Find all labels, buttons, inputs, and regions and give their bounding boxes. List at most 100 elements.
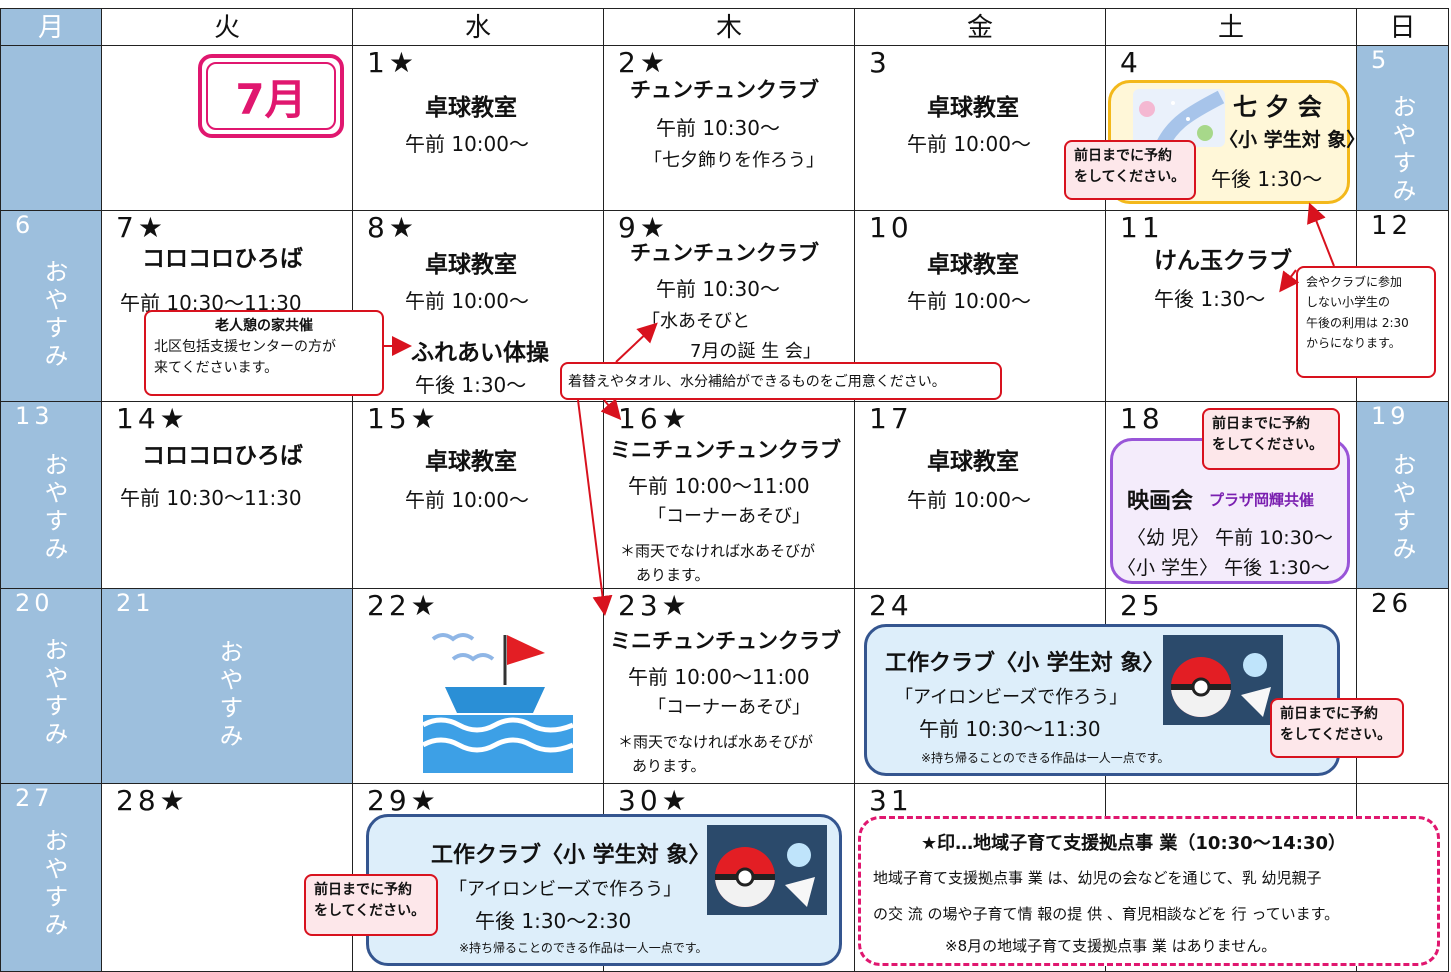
info-line: の交 流 の場や子育て情 報の提 供 、育児相談などを 行 っています。 bbox=[873, 905, 1340, 923]
day-number: 2★ bbox=[618, 46, 669, 79]
month-badge: 7月 bbox=[198, 54, 344, 138]
event-title: ミニチュンチュンクラブ bbox=[610, 629, 841, 653]
note-line: 北区包括支援センターの方が bbox=[154, 339, 336, 355]
day-number: 30★ bbox=[618, 784, 691, 817]
cell-day-22: 22★ bbox=[352, 588, 604, 784]
cell-day-2: 2★ チュンチュンクラブ 午前 10:30～ 「七夕飾りを作ろう」 bbox=[603, 45, 855, 211]
info-line: 地域子育て支援拠点事 業 は、幼児の会などを通じて、乳 幼児親子 bbox=[873, 869, 1322, 887]
day-number: 11 bbox=[1120, 211, 1164, 244]
day-number: 23★ bbox=[618, 589, 691, 622]
event-time: 午前 10:00～ bbox=[907, 488, 1031, 512]
rest-label: おやすみ bbox=[40, 637, 68, 749]
day-number: 16★ bbox=[618, 402, 691, 435]
cell-day-19: 19 おやすみ bbox=[1356, 401, 1449, 589]
bead-art-icon bbox=[707, 825, 827, 915]
weekday-mon: 月 bbox=[0, 8, 102, 46]
event-time-2: 午後 1:30～ bbox=[415, 373, 527, 397]
reservation-note-4: 前日までに予約 をしてください。 bbox=[1064, 140, 1196, 200]
cell-empty-tue: 7月 bbox=[101, 45, 353, 211]
craft-club-box-29: 工作クラブ〈小 学生対 象〉 「アイロンビーズで作ろう」 午後 1:30～2:3… bbox=[366, 814, 842, 966]
day-number: 24 bbox=[869, 589, 913, 622]
cell-empty-mon bbox=[0, 45, 102, 211]
weekday-thu: 木 bbox=[603, 8, 855, 46]
cell-day-10: 10 卓球教室 午前 10:00～ bbox=[854, 210, 1106, 402]
info-line: ※8月の地域子育て支援拠点事 業 はありません。 bbox=[945, 937, 1277, 955]
day-number: 15★ bbox=[367, 402, 440, 435]
weekday-fri: 金 bbox=[854, 8, 1106, 46]
weekday-wed: 水 bbox=[352, 8, 604, 46]
day-number: 28★ bbox=[116, 784, 189, 817]
event-note: 「アイロンビーズで作ろう」 bbox=[895, 687, 1128, 708]
event-title: 卓球教室 bbox=[927, 252, 1019, 278]
note-title: 老人憩の家共催 bbox=[215, 318, 313, 334]
day-number: 29★ bbox=[367, 784, 440, 817]
cell-day-15: 15★ 卓球教室 午前 10:00～ bbox=[352, 401, 604, 589]
event-time: 午前 10:00～ bbox=[907, 132, 1031, 156]
note-line: 着替えやタオル、水分補給ができるものをご用意ください。 bbox=[568, 374, 946, 390]
rest-label: おやすみ bbox=[40, 452, 68, 564]
day-number: 14★ bbox=[116, 402, 189, 435]
rest-label: おやすみ bbox=[1388, 452, 1416, 564]
arrow-club-11 bbox=[1279, 269, 1300, 293]
month-badge-text: 7月 bbox=[206, 62, 336, 130]
day-number: 8★ bbox=[367, 211, 418, 244]
event-title: ミニチュンチュンクラブ bbox=[610, 438, 841, 462]
event-note: 「アイロンビーズで作ろう」 bbox=[449, 879, 682, 900]
day-number: 1★ bbox=[367, 46, 418, 79]
arrow-towel-23 bbox=[577, 399, 613, 616]
event-footnote: ※持ち帰ることのできる作品は一人一点です。 bbox=[459, 941, 708, 955]
note-line: しない小学生の bbox=[1306, 295, 1391, 310]
cell-day-1: 1★ 卓球教室 午前 10:00～ bbox=[352, 45, 604, 211]
cell-day-17: 17 卓球教室 午前 10:00～ bbox=[854, 401, 1106, 589]
event-title: 卓球教室 bbox=[425, 449, 517, 475]
day-number: 7★ bbox=[116, 211, 167, 244]
event-title: チュンチュンクラブ bbox=[630, 78, 819, 102]
cell-day-14: 14★ コロコロひろば 午前 10:30～11:30 bbox=[101, 401, 353, 589]
event-time: 午前 10:30～ bbox=[656, 277, 780, 301]
event-time: 午前 10:30～11:30 bbox=[919, 717, 1101, 741]
event-title: 工作クラブ〈小 学生対 象〉 bbox=[885, 651, 1165, 676]
note-line: をしてください。 bbox=[1074, 169, 1186, 185]
day-number: 27 bbox=[15, 784, 54, 812]
day-number: 3 bbox=[869, 46, 891, 79]
note-line: 午後の利用は 2:30 bbox=[1306, 315, 1409, 330]
info-title: ★印…地域子育て支援拠点事 業（10:30～14:30） bbox=[921, 833, 1346, 854]
event-title: コロコロひろば bbox=[142, 443, 303, 469]
event-title: 卓球教室 bbox=[927, 449, 1019, 475]
cell-day-27: 27 おやすみ bbox=[0, 783, 102, 972]
event-time: 午前 10:00～11:00 bbox=[628, 665, 810, 689]
cell-day-23: 23★ ミニチュンチュンクラブ 午前 10:00～11:00 「コーナーあそび」… bbox=[603, 588, 855, 784]
event-time: 午前 10:30～ bbox=[656, 116, 780, 140]
cell-day-4: 4 七 夕 会 〈小 学生対 象〉 午後 1:30～ bbox=[1105, 45, 1365, 211]
event-time: 午前 10:00～11:00 bbox=[628, 474, 810, 498]
weekday-sun: 日 bbox=[1356, 8, 1449, 46]
reservation-note-24: 前日までに予約 をしてください。 bbox=[1270, 698, 1404, 758]
event-footnote: ※持ち帰ることのできる作品は一人一点です。 bbox=[921, 751, 1170, 765]
day-number: 9★ bbox=[618, 211, 669, 244]
event-note: 「水あそびと bbox=[642, 311, 750, 332]
note-line: 会やクラブに参加 bbox=[1306, 275, 1403, 289]
day-number: 17 bbox=[869, 402, 913, 435]
event-time: 午前 10:00～ bbox=[405, 488, 529, 512]
rest-label: おやすみ bbox=[215, 639, 243, 751]
event-note: 「七夕飾りを作ろう」 bbox=[644, 150, 824, 171]
cell-day-20: 20 おやすみ bbox=[0, 588, 102, 784]
rain-note: ＊雨天でなければ水あそびが bbox=[620, 542, 816, 560]
arrow-towel-9 bbox=[615, 322, 658, 363]
event-title: 卓球教室 bbox=[425, 252, 517, 278]
event-time: 午後 1:30～ bbox=[1154, 287, 1266, 311]
reservation-note-18: 前日までに予約 をしてください。 bbox=[1202, 408, 1340, 470]
note-line: 前日までに予約 bbox=[1212, 416, 1310, 432]
note-line: をしてください。 bbox=[314, 903, 426, 919]
tanabata-illustration bbox=[1133, 89, 1225, 148]
club-note: 会やクラブに参加 しない小学生の 午後の利用は 2:30 からになります。 bbox=[1296, 266, 1436, 378]
event-title: 映画会 bbox=[1127, 489, 1194, 514]
rain-note: ＊雨天でなければ水あそびが bbox=[618, 733, 814, 751]
event-time: 〈幼 児〉 午前 10:30～ bbox=[1127, 527, 1333, 549]
event-title: 卓球教室 bbox=[927, 95, 1019, 121]
event-note: 「コーナーあそび」 bbox=[648, 697, 810, 718]
day-number: 5 bbox=[1371, 46, 1391, 74]
rest-label: おやすみ bbox=[1388, 94, 1416, 206]
event-title: 七 夕 会 bbox=[1233, 93, 1322, 121]
day-number: 21 bbox=[116, 589, 155, 617]
